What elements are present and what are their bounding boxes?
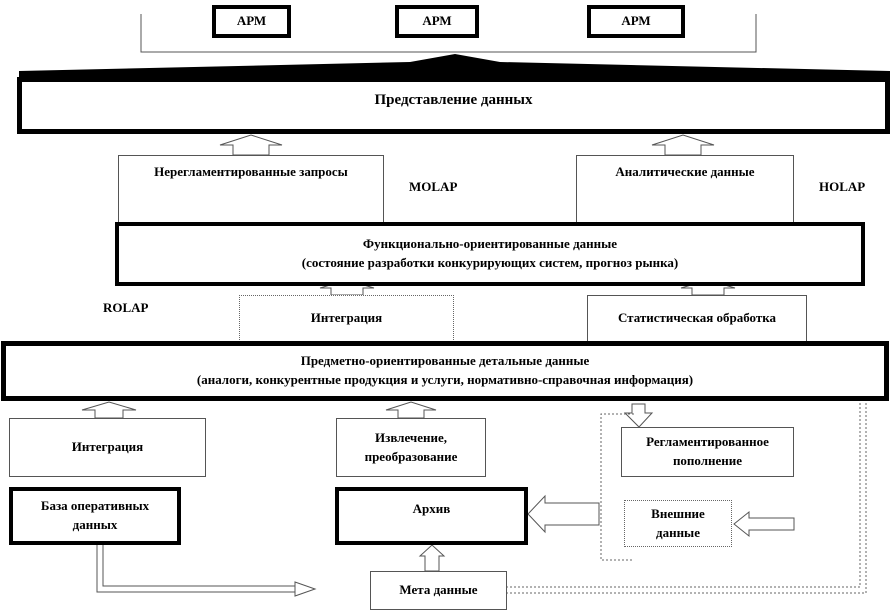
metadata-feedback-line bbox=[506, 350, 867, 594]
functional-data-title: Функционально-ориентированные данные bbox=[362, 236, 618, 252]
subject-data-subtitle: (аналоги, конкурентные продукция и услуг… bbox=[196, 372, 694, 387]
arm-label-2: АРМ bbox=[422, 13, 452, 29]
down-arrow-regulated bbox=[623, 403, 654, 428]
up-arrow-archive bbox=[418, 544, 446, 572]
external-data-box: Внешние данные bbox=[624, 500, 732, 547]
regulated-label-2: пополнение bbox=[672, 453, 743, 468]
molap-label: MOLAP bbox=[409, 179, 458, 194]
operational-to-metadata-connector bbox=[96, 545, 317, 597]
statistical-processing-box: Статистическая обработка bbox=[587, 295, 807, 342]
arm-box-1: АРМ bbox=[212, 5, 291, 38]
up-arrow-extraction bbox=[385, 401, 437, 419]
metadata-box: Мета данные bbox=[370, 571, 507, 610]
arm-box-2: АРМ bbox=[395, 5, 479, 38]
extraction-box: Извлечение, преобразование bbox=[336, 418, 486, 477]
left-arrow-external bbox=[733, 510, 795, 538]
operational-db-box: База оперативных данных bbox=[9, 487, 181, 545]
regulated-box: Регламентированное пополнение bbox=[621, 427, 794, 477]
metadata-label: Мета данные bbox=[399, 582, 478, 598]
up-arrow-analytical bbox=[651, 134, 715, 156]
arm-label-1: АРМ bbox=[236, 13, 267, 29]
regulated-label-1: Регламентированное bbox=[646, 434, 769, 450]
external-sources-bracket bbox=[600, 413, 634, 561]
left-arrow-archive bbox=[527, 494, 600, 534]
integration-bottom-box: Интеграция bbox=[9, 418, 206, 477]
extraction-label-2: преобразование bbox=[364, 448, 458, 464]
functional-data-subtitle: (состояние разработки конкурирующих сист… bbox=[301, 255, 679, 270]
analytical-data-label: Аналитические данные bbox=[615, 164, 755, 179]
presentation-label: Представление данных bbox=[374, 92, 533, 108]
presentation-up-arrow bbox=[19, 54, 890, 78]
subject-data-title: Предметно-ориентированные детальные данн… bbox=[300, 353, 590, 369]
functional-data-box: Функционально-ориентированные данные (со… bbox=[115, 222, 865, 286]
presentation-box: Представление данных bbox=[17, 77, 890, 134]
integration-top-label: Интеграция bbox=[310, 310, 383, 326]
rolap-label: ROLAP bbox=[103, 300, 149, 315]
external-data-label-1: Внешние bbox=[651, 505, 705, 521]
analytical-data-box: Аналитические данные bbox=[576, 155, 794, 223]
integration-top-box: Интеграция bbox=[239, 295, 454, 342]
extraction-label-1: Извлечение, bbox=[374, 429, 448, 445]
arm-box-3: АРМ bbox=[587, 5, 685, 38]
operational-db-label-1: База оперативных bbox=[40, 498, 150, 514]
archive-box: Архив bbox=[335, 487, 528, 545]
subject-data-box: Предметно-ориентированные детальные данн… bbox=[1, 341, 889, 401]
archive-label: Архив bbox=[412, 500, 451, 516]
integration-bottom-label: Интеграция bbox=[71, 439, 144, 455]
statistical-processing-label: Статистическая обработка bbox=[617, 310, 777, 326]
unregulated-queries-box: Нерегламентированные запросы bbox=[118, 155, 384, 223]
up-arrow-unregulated bbox=[219, 134, 283, 156]
external-data-label-2: данные bbox=[656, 524, 700, 540]
unregulated-queries-label: Нерегламентированные запросы bbox=[154, 164, 348, 179]
holap-label: HOLAP bbox=[819, 179, 866, 194]
arm-bracket bbox=[140, 14, 757, 53]
up-arrow-integration-bottom bbox=[81, 401, 137, 419]
operational-db-label-2: данных bbox=[72, 517, 118, 532]
arm-label-3: АРМ bbox=[621, 13, 651, 29]
